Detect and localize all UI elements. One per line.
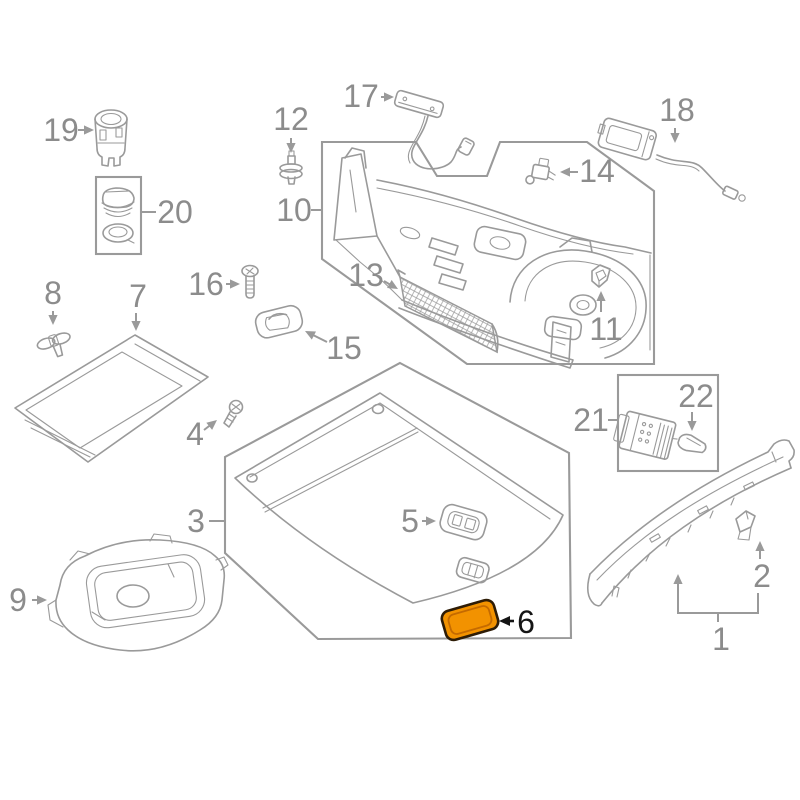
part-4-label: 4: [186, 416, 204, 452]
part-9-drawing: [47, 533, 229, 652]
part-7-label: 7: [129, 278, 147, 314]
part-10-label: 10: [276, 192, 312, 228]
part-12-drawing: [279, 150, 303, 185]
part-8-arrow: [48, 311, 58, 325]
part-16-drawing: [241, 264, 259, 299]
part-12-label: 12: [273, 101, 309, 137]
part-16-arrow: [226, 279, 240, 289]
part-14-label: 14: [579, 153, 615, 189]
part-11-arrow: [596, 291, 606, 312]
part-22-label: 22: [678, 378, 714, 414]
part-6-label: 6: [517, 604, 535, 640]
part-2-label: 2: [753, 558, 771, 594]
part-4-drawing: [223, 399, 244, 428]
part-4-arrow: [203, 420, 217, 431]
part-3-drawing: [234, 392, 564, 604]
part-2-drawing: [735, 510, 756, 541]
part-18-arrow: [670, 128, 680, 143]
part-13-arrow: [383, 280, 398, 289]
part-22-drawing: [671, 433, 707, 454]
part-15-arrow: [305, 331, 328, 343]
part-6-arrow: [499, 616, 514, 626]
part-8-drawing: [36, 332, 71, 358]
part-20-label: 20: [157, 194, 193, 230]
part-19-drawing: [94, 109, 128, 167]
part-6-drawing-highlighted: [440, 598, 500, 642]
part-13-drawing: [397, 269, 499, 354]
part-5-label: 5: [401, 503, 419, 539]
part-19-label: 19: [43, 112, 79, 148]
part-17-label: 17: [343, 78, 379, 114]
part-7-drawing: [14, 334, 209, 463]
part-16-label: 16: [188, 266, 224, 302]
part-14-arrow: [560, 167, 578, 177]
part-3-label: 3: [187, 503, 205, 539]
part-1-bracket: [673, 574, 759, 622]
part-5-drawing: [439, 503, 490, 584]
part-15-drawing: [254, 304, 304, 339]
part-1-drawing: [586, 439, 795, 607]
part-7-arrow: [131, 313, 141, 331]
part-17-arrow: [381, 92, 394, 102]
part-12-arrow: [286, 138, 296, 153]
part-19-arrow: [78, 125, 94, 135]
part-11-label: 11: [589, 311, 622, 347]
part-9-label: 9: [9, 582, 27, 618]
part-9-arrow: [32, 595, 47, 605]
part-21-drawing: [613, 410, 677, 460]
part-14-drawing: [525, 157, 556, 185]
part-13-label: 13: [348, 257, 384, 293]
part-20-drawing: [94, 175, 143, 256]
part-10-drawing: [333, 147, 652, 369]
part-18-drawing: [597, 117, 746, 202]
part-2-arrow: [755, 541, 765, 559]
part-18-label: 18: [659, 92, 695, 128]
part-21-label: 21: [573, 402, 609, 438]
part-22-arrow: [687, 412, 697, 431]
part-15-label: 15: [326, 330, 362, 366]
part-3-bounding-box: [223, 361, 573, 641]
part-17-drawing: [393, 89, 475, 170]
part-10-bounding-box: [320, 140, 656, 366]
part-8-label: 8: [44, 275, 62, 311]
part-1-label: 1: [712, 621, 730, 657]
part-11-drawing: [591, 264, 611, 288]
part-5-arrow: [422, 516, 436, 526]
